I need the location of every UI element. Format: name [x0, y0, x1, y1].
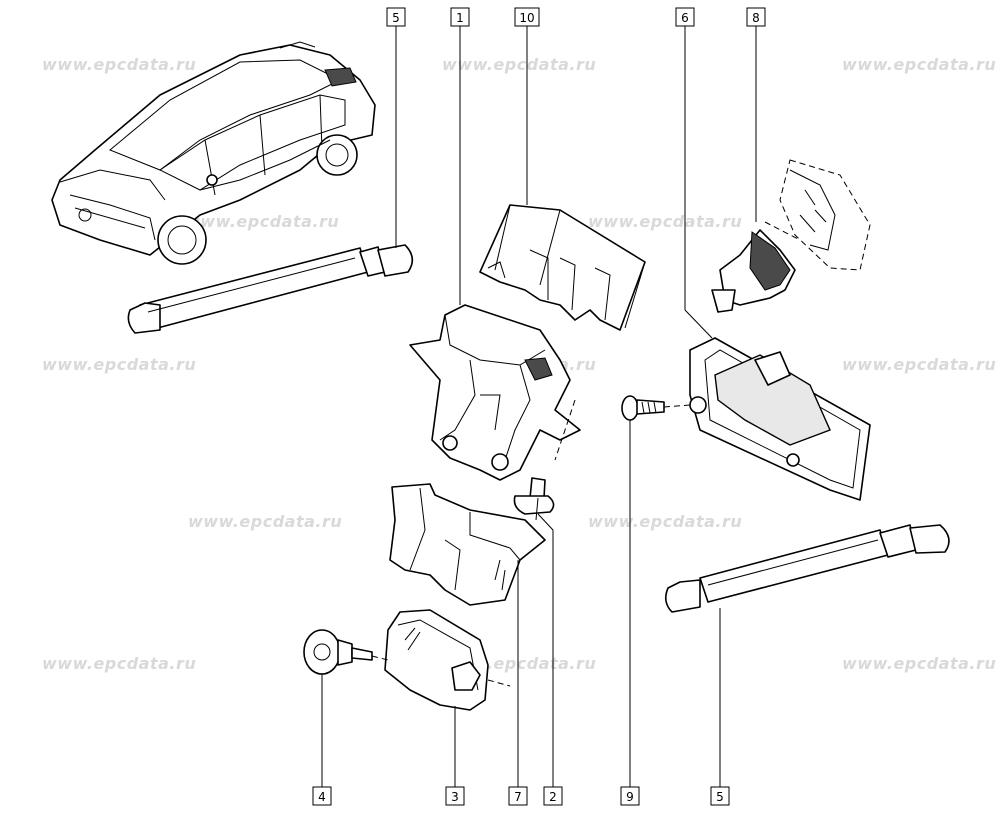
callout-label: 9	[626, 790, 634, 804]
callout-5-top: 5	[386, 7, 406, 27]
watermark: www.epcdata.ru	[42, 55, 196, 74]
callout-6: 6	[675, 7, 695, 27]
watermark: www.epcdata.ru	[842, 355, 996, 374]
screw-part-9	[621, 395, 691, 421]
watermark: www.epcdata.ru	[842, 55, 996, 74]
switch-part-2	[513, 477, 555, 521]
callout-3: 3	[445, 786, 465, 806]
callout-10: 10	[514, 7, 540, 27]
watermark: www.epcdata.ru	[42, 654, 196, 673]
connector-part-8	[711, 229, 796, 313]
gas-strut-upper	[127, 244, 414, 334]
callout-label: 7	[514, 790, 522, 804]
callout-label: 8	[752, 11, 760, 25]
switch-frame-6	[689, 337, 871, 501]
callout-label: 6	[681, 11, 689, 25]
watermark: www.epcdata.ru	[185, 212, 339, 231]
watermark: www.epcdata.ru	[188, 512, 342, 531]
callout-label: 2	[549, 790, 557, 804]
cover-part-10	[479, 204, 646, 331]
gas-strut-lower	[664, 524, 950, 613]
callout-1: 1	[450, 7, 470, 27]
connector-bracket	[764, 159, 871, 271]
callout-label: 3	[451, 790, 459, 804]
lock-mechanism-1	[409, 304, 581, 481]
callout-label: 5	[392, 11, 400, 25]
callout-7: 7	[508, 786, 528, 806]
callout-label: 4	[318, 790, 326, 804]
callout-label: 5	[716, 790, 724, 804]
bolt-part-4	[303, 629, 389, 675]
watermark: www.epcdata.ru	[842, 654, 996, 673]
callout-9: 9	[620, 786, 640, 806]
watermark: www.epcdata.ru	[588, 512, 742, 531]
callout-label: 10	[519, 11, 534, 25]
callout-5-bottom: 5	[710, 786, 730, 806]
handle-part-7	[389, 483, 546, 606]
callout-label: 1	[456, 11, 464, 25]
car-illustration	[51, 41, 376, 265]
watermark: www.epcdata.ru	[442, 55, 596, 74]
callout-2: 2	[543, 786, 563, 806]
bracket-part-3	[384, 609, 511, 711]
callout-4: 4	[312, 786, 332, 806]
watermark: www.epcdata.ru	[42, 355, 196, 374]
watermark: www.epcdata.ru	[588, 212, 742, 231]
leader-lines	[321, 25, 757, 788]
callout-8: 8	[746, 7, 766, 27]
